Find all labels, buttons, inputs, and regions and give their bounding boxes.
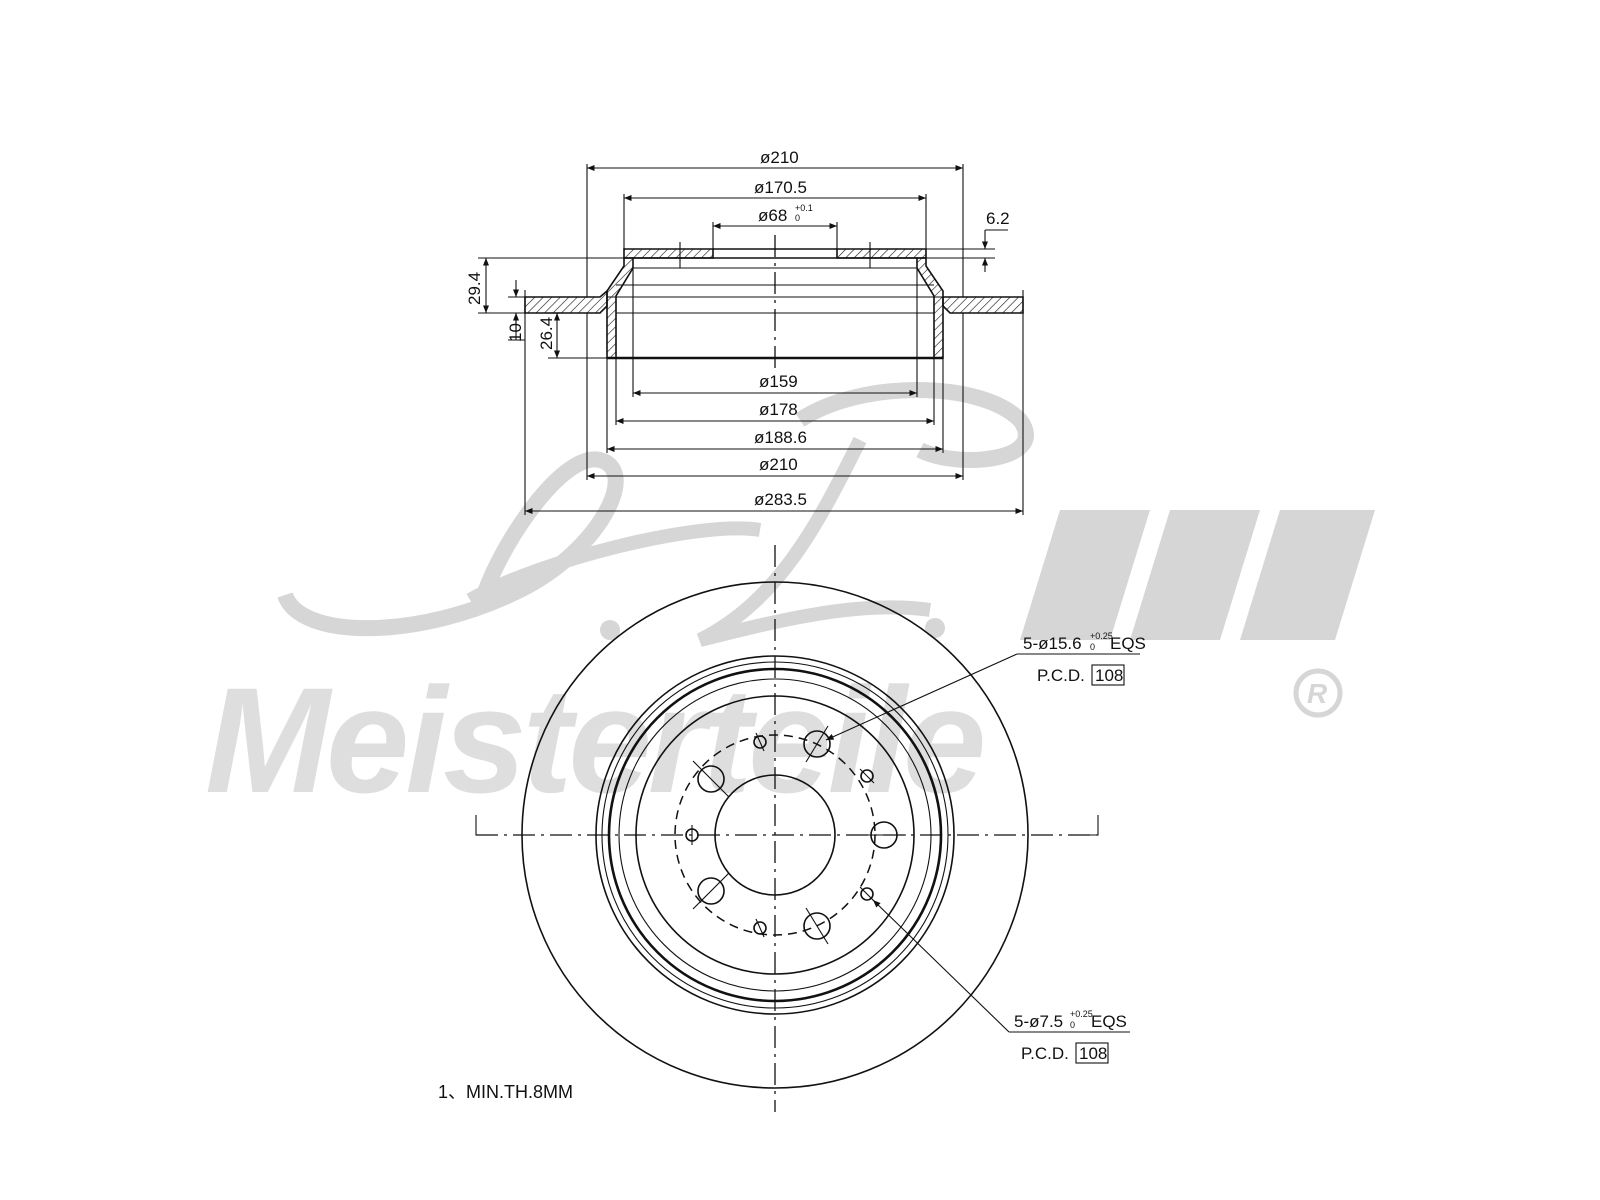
large-hole xyxy=(803,907,831,945)
dim-d68-tol-upper: +0.1 xyxy=(795,203,813,213)
large-hole xyxy=(692,760,730,798)
section-view: ø210 ø170.5 ø68 +0.1 0 6.2 29.4 10 26.4 xyxy=(465,148,1024,515)
small-hole-suffix: EQS xyxy=(1091,1012,1127,1031)
side-dimensions: 29.4 10 26.4 xyxy=(465,258,561,358)
bottom-dimensions: ø159 ø178 ø188.6 ø210 ø283.5 xyxy=(525,372,1023,515)
svg-text:R: R xyxy=(1307,678,1328,709)
min-thickness-note: 1、MIN.TH.8MM xyxy=(438,1082,573,1102)
small-hole xyxy=(685,825,699,845)
dim-d283-5: ø283.5 xyxy=(754,490,807,509)
large-hole-tol-upper: +0.25 xyxy=(1090,631,1113,641)
dim-total-height: 29.4 xyxy=(465,272,484,305)
dim-hat-thickness: 6.2 xyxy=(986,209,1010,228)
small-hole-tol-upper: +0.25 xyxy=(1070,1009,1093,1019)
dim-d178: ø178 xyxy=(759,400,798,419)
dim-d68: ø68 xyxy=(758,206,787,225)
watermark-script-logo xyxy=(277,382,1375,647)
small-hole-pcd-label: P.C.D. xyxy=(1021,1044,1069,1063)
small-hole xyxy=(753,732,767,752)
small-holes xyxy=(685,732,875,938)
watermark-registered-mark: R xyxy=(1293,668,1343,718)
watermark: Meisterteile R xyxy=(205,382,1375,824)
dim-d210-bottom: ø210 xyxy=(759,455,798,474)
large-hole-spec: 5-ø15.6 xyxy=(1023,634,1082,653)
large-hole xyxy=(692,872,730,910)
small-hole xyxy=(753,918,767,938)
small-hole-pcd-value: 108 xyxy=(1079,1044,1107,1063)
section-hatch xyxy=(524,248,1024,359)
small-hole-spec: 5-ø7.5 xyxy=(1014,1012,1063,1031)
dim-d188-6: ø188.6 xyxy=(754,428,807,447)
large-holes xyxy=(692,725,906,945)
dim-d159: ø159 xyxy=(759,372,798,391)
dim-drum-depth: 26.4 xyxy=(537,317,556,350)
watermark-brand: Meisterteile xyxy=(205,656,983,824)
large-hole-tol-lower: 0 xyxy=(1090,642,1095,652)
dim-d210-top: ø210 xyxy=(760,148,799,167)
large-hole-suffix: EQS xyxy=(1110,634,1146,653)
dim-d68-tol-lower: 0 xyxy=(795,213,800,223)
small-hole xyxy=(859,768,875,784)
large-hole xyxy=(862,821,906,849)
plan-view: 5-ø15.6 +0.25 0 EQS P.C.D. 108 5-ø7.5 +0… xyxy=(475,545,1146,1112)
large-hole-pcd-value: 108 xyxy=(1095,666,1123,685)
small-hole-callout: 5-ø7.5 +0.25 0 EQS P.C.D. 108 xyxy=(872,899,1130,1064)
small-hole xyxy=(859,886,875,902)
dim-d170-5: ø170.5 xyxy=(754,178,807,197)
large-hole-callout: 5-ø15.6 +0.25 0 EQS P.C.D. 108 xyxy=(825,631,1146,741)
large-hole xyxy=(803,725,831,763)
small-hole-tol-lower: 0 xyxy=(1070,1020,1075,1030)
dim-disc-thickness: 10 xyxy=(506,323,525,342)
large-hole-pcd-label: P.C.D. xyxy=(1037,666,1085,685)
top-dimensions: ø210 ø170.5 ø68 +0.1 0 6.2 xyxy=(587,148,1010,272)
